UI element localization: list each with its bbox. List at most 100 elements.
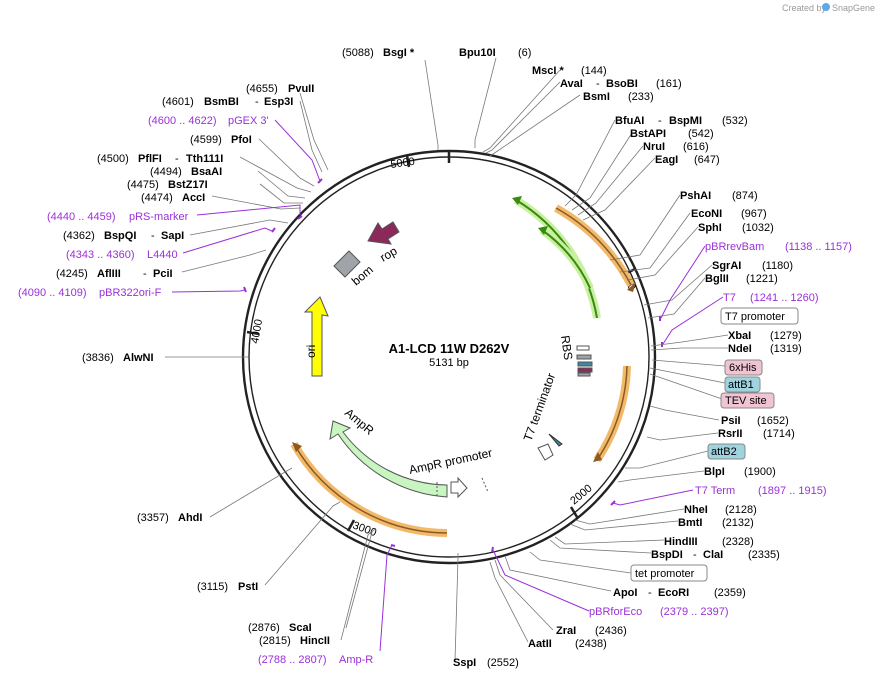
mark-b xyxy=(577,361,593,367)
site-pos: (967) xyxy=(741,208,767,220)
site-name: BsmBI xyxy=(204,96,239,108)
site-name: MscI * xyxy=(532,65,565,77)
site-name: BglII xyxy=(705,273,729,285)
site-name: AflIII xyxy=(97,268,121,280)
site-name: EagI xyxy=(655,154,678,166)
site-pos: (4655) xyxy=(246,83,278,95)
tick-label-5000: 5000 xyxy=(390,156,416,171)
ori-label: ori xyxy=(304,345,318,358)
site-name: AatII xyxy=(528,638,552,650)
site-pos: (3115) xyxy=(197,581,228,593)
site-pos: (2876) xyxy=(248,622,280,634)
dash: - xyxy=(151,230,155,242)
feature-box-label: tet promoter xyxy=(635,568,695,580)
leader-lines xyxy=(165,57,729,662)
site-name: PfoI xyxy=(231,134,252,146)
dash: - xyxy=(175,153,179,165)
rop-label: rop xyxy=(378,244,400,265)
primer-range: (4600 .. 4622) xyxy=(148,115,217,127)
ampr-arrow xyxy=(329,420,448,498)
site-pos: (616) xyxy=(683,141,709,153)
primer-name: pBRforEco xyxy=(589,606,642,618)
tick-label-4000: 4000 xyxy=(249,318,265,344)
site-pos: (1319) xyxy=(770,343,802,355)
site-name-2: PciI xyxy=(153,268,173,280)
site-pos: (2359) xyxy=(714,587,746,599)
site-pos: (2815) xyxy=(259,635,291,647)
site-pos: (4362) xyxy=(63,230,95,242)
site-name: PflFI xyxy=(138,153,162,165)
primer-name: Amp-R xyxy=(339,654,373,666)
site-pos: (3836) xyxy=(82,352,114,364)
feature-box-label: attB1 xyxy=(728,379,754,391)
ampr-promoter-arrow xyxy=(450,476,468,499)
tick-label-2000: 2000 xyxy=(568,482,594,507)
credit-text: Created by xyxy=(782,3,827,13)
tet-promoter-box xyxy=(630,564,708,582)
site-name: PstI xyxy=(238,581,258,593)
rbs-label: RBS xyxy=(558,334,575,360)
site-name: PshAI xyxy=(680,190,711,202)
primer-name: T7 Term xyxy=(695,485,735,497)
green-arrow-2-icon xyxy=(538,226,548,235)
site-name: AhdI xyxy=(178,512,202,524)
site-name-2: Tth111I xyxy=(186,153,223,165)
site-pos: (4474) xyxy=(141,192,173,204)
orange-arrow-3-icon xyxy=(292,442,302,452)
primer-range: (1138 .. 1157) xyxy=(785,241,852,253)
site-pos: (144) xyxy=(581,65,607,77)
tev-site-box xyxy=(720,392,775,409)
site-name-2: Esp3I xyxy=(264,96,293,108)
mark-d xyxy=(577,372,591,377)
t7-promoter-box xyxy=(720,307,799,325)
tet-mark xyxy=(481,477,489,493)
tick-label-3000: 3000 xyxy=(351,520,378,540)
site-name: BmtI xyxy=(678,517,702,529)
site-name: RsrII xyxy=(718,428,742,440)
site-pos: (4601) xyxy=(162,96,194,108)
site-name: AvaI xyxy=(560,78,583,90)
sites-left: (5088) BsgI * (4655) PvuII (4601) BsmBI … xyxy=(18,47,519,669)
site-pos: (4245) xyxy=(56,268,88,280)
features: rop bom ori AmpR AmpR promoter RBS T7 te… xyxy=(290,196,636,537)
site-pos: (542) xyxy=(688,128,714,140)
site-pos: (1180) xyxy=(762,260,793,272)
site-name: PvuII xyxy=(288,83,314,95)
dash: - xyxy=(596,78,600,90)
site-pos: (1652) xyxy=(757,415,789,427)
site-pos: (3357) xyxy=(137,512,169,524)
site-name: SphI xyxy=(698,222,722,234)
site-pos: (2328) xyxy=(722,536,754,548)
ampr-promoter-label: AmpR promoter xyxy=(408,446,494,477)
bom-box xyxy=(333,250,361,278)
his-tag-box xyxy=(724,359,763,376)
site-name: BsaAI xyxy=(191,166,222,178)
dash: - xyxy=(648,587,652,599)
site-pos: (2132) xyxy=(722,517,754,529)
mark-a xyxy=(576,354,592,360)
site-name: NheI xyxy=(684,504,708,516)
site-name: BstAPI xyxy=(630,128,666,140)
site-pos: (874) xyxy=(732,190,758,202)
site-name: Bpu10I xyxy=(459,47,496,59)
site-name: SgrAI xyxy=(712,260,741,272)
plasmid-size: 5131 bp xyxy=(429,357,469,369)
primer-range: (2788 .. 2807) xyxy=(258,654,327,666)
site-pos: (2552) xyxy=(487,657,519,669)
ampr-label: AmpR xyxy=(342,406,377,438)
site-pos: (2438) xyxy=(575,638,607,650)
primer-range: (1897 .. 1915) xyxy=(758,485,827,497)
site-pos: (2436) xyxy=(595,625,627,637)
primer-name: T7 xyxy=(723,292,736,304)
feature-box-label: attB2 xyxy=(711,446,737,458)
site-pos: (1900) xyxy=(744,466,776,478)
orange-arrow-1-icon xyxy=(627,282,636,292)
t7-terminator-label: T7 terminator xyxy=(521,371,559,443)
site-pos: (4494) xyxy=(150,166,182,178)
site-pos: (4599) xyxy=(190,134,222,146)
site-pos: (233) xyxy=(628,91,654,103)
site-pos: (161) xyxy=(656,78,682,90)
site-name: BsgI * xyxy=(383,47,415,59)
site-pos: (1714) xyxy=(763,428,795,440)
